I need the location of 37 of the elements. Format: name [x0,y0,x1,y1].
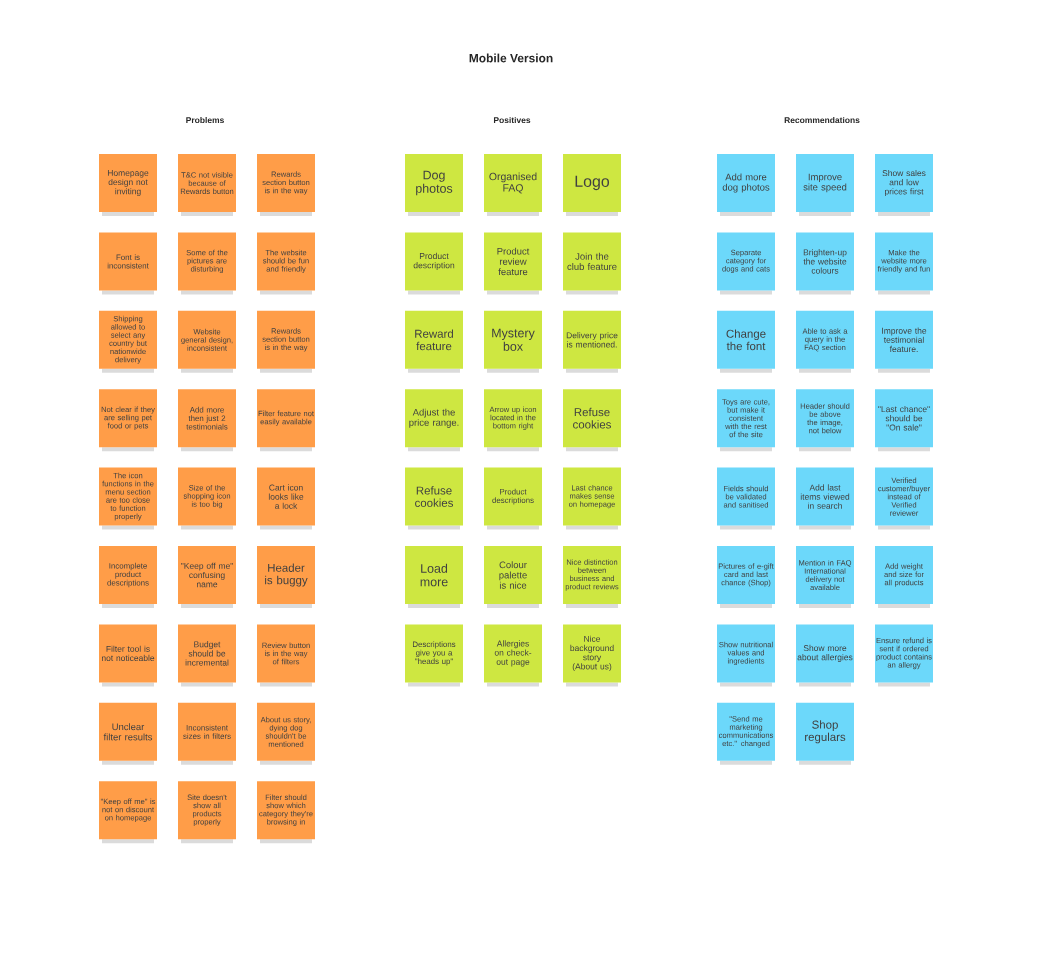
sticky-note: Add more dog photos [717,154,775,216]
column-heading: Problems [186,116,224,124]
sticky-note: Refuse cookies [405,467,463,530]
sticky-note: "Last chance" should be "On sale" [875,389,933,452]
title: Mobile Version [469,53,553,63]
sticky-note: Delivery price is mentioned. [563,310,621,373]
sticky-note: Show sales and low prices first [875,154,933,216]
sticky-note: Dog photos [405,154,463,216]
sticky-note: Homepage design not inviting [99,154,157,216]
sticky-note: Cart icon looks like a lock [257,467,315,530]
sticky-note: Header is buggy [257,546,315,608]
sticky-note: Refuse cookies [563,389,621,452]
sticky-note: Improve the testimonial feature. [875,310,933,373]
sticky-note: Mystery box [484,310,542,373]
sticky-note: Brighten-up the website colours [796,232,854,295]
sticky-note: Improve site speed [796,154,854,216]
sticky-note: Allergies on check-out page [484,624,542,687]
column-heading: Positives [494,116,531,124]
column-heading: Recommendations [784,116,860,124]
sticky-note: Nice background story (About us) [563,624,621,687]
sticky-note: Change the font [717,310,775,373]
sticky-note: Shop regulars [796,702,854,765]
sticky-note: Filter tool is not noticeable [99,624,157,687]
sticky-note: Unclear filter results [99,702,157,765]
sticky-note: Product description [405,232,463,295]
sticky-note: Add last items viewed in search [796,467,854,530]
sticky-note: Reward feature [405,310,463,373]
sticky-note: Organised FAQ [484,154,542,216]
sticky-note: Logo [563,154,621,216]
sticky-note: Show more about allergies [796,624,854,687]
sticky-note: Budget should be incremental [178,624,236,687]
sticky-note: Colour palette is nice [484,546,542,608]
sticky-note: Load more [405,546,463,608]
sticky-note: Join the club feature [563,232,621,295]
sticky-note: Adjust the price range. [405,389,463,452]
sticky-note: "Keep off me" confusing name [178,546,236,608]
sticky-note: Product review feature [484,232,542,295]
